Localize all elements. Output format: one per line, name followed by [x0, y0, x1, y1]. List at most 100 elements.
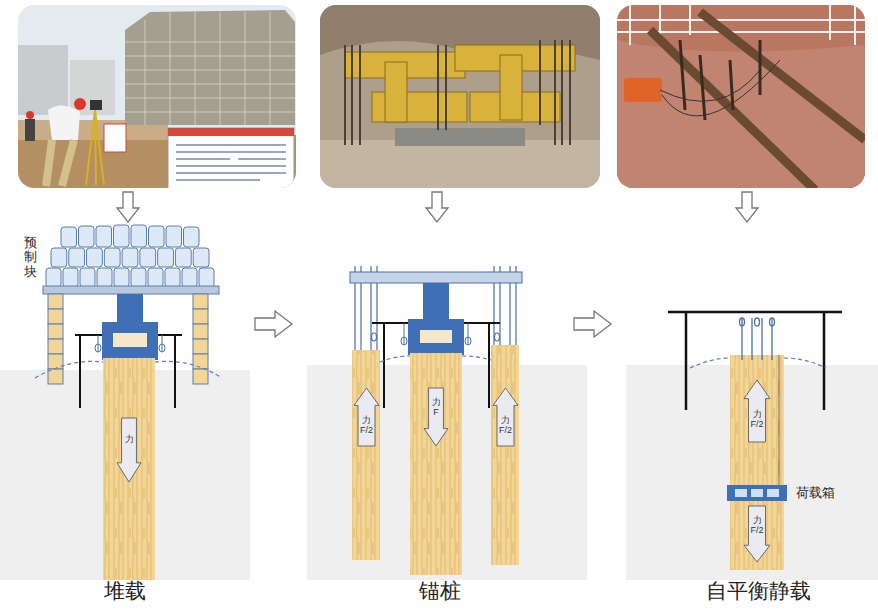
photo-anchor-pile — [320, 140, 600, 188]
precast-block — [182, 268, 197, 287]
precast-block — [193, 248, 209, 267]
photo-stacked-load — [168, 128, 294, 136]
measuring-rod — [770, 318, 775, 326]
precast-block — [104, 248, 120, 267]
force-arrow: 力 F/2 — [744, 506, 770, 562]
force-arrow: 力 F/2 — [493, 388, 518, 446]
force-label: 力 F — [432, 398, 441, 418]
photo-stacked-load — [48, 105, 80, 140]
down-arrow — [117, 192, 758, 222]
main-beam — [350, 272, 522, 283]
dial-gauge — [401, 323, 471, 345]
photo-self-balancing — [680, 40, 760, 120]
photo-stacked-load — [74, 98, 86, 110]
precast-block — [199, 268, 214, 287]
photo-self-balancing — [624, 78, 662, 102]
ground-surface — [462, 356, 491, 360]
photo-self-balancing — [660, 60, 780, 116]
photo-stacked-load — [26, 111, 34, 119]
arrow-outline — [744, 380, 770, 442]
arrow-shape — [117, 418, 141, 482]
precast-block — [166, 226, 182, 247]
load-box — [727, 485, 787, 501]
load-box — [751, 489, 763, 497]
jack — [102, 294, 158, 360]
precast-block — [80, 268, 95, 287]
precast-block — [63, 268, 78, 287]
dial-gauge — [401, 337, 407, 345]
part-label-vertical: 预制块 — [24, 236, 37, 279]
photo-stacked-load — [176, 145, 286, 180]
load-box — [727, 485, 787, 501]
panel-caption: 锚桩 — [419, 580, 461, 603]
measuring-rod — [740, 318, 780, 486]
photo-stacked-load — [25, 119, 35, 141]
force-label: 力 F/2 — [499, 416, 512, 436]
photo-anchor-pile — [345, 40, 570, 145]
support-block — [48, 369, 63, 384]
photo-stacked-load — [125, 12, 295, 125]
precast-block — [97, 268, 112, 287]
load-box — [735, 489, 747, 497]
ground-surface — [690, 358, 730, 368]
photo-stacked-load — [145, 12, 270, 125]
measuring-rod — [755, 318, 760, 326]
measuring-rod — [779, 355, 780, 486]
precast-blocks — [46, 225, 214, 287]
precast-block — [149, 226, 165, 247]
precast-block — [51, 248, 67, 267]
support-block — [193, 369, 208, 384]
anchor-rod — [372, 333, 377, 341]
test-pile — [410, 353, 462, 575]
arrow-outline — [354, 388, 379, 446]
right-arrow — [574, 311, 611, 337]
precast-block — [131, 268, 146, 287]
photo-stacked-load — [18, 5, 296, 188]
force-label: 力 F/2 — [751, 516, 764, 536]
jack — [117, 294, 143, 322]
ground-surface — [35, 361, 222, 378]
photo-anchor-pile — [385, 62, 407, 122]
precast-block — [122, 248, 138, 267]
photo-stacked-load — [90, 100, 102, 110]
precast-block — [114, 225, 130, 247]
force-arrow: 力 F — [424, 388, 448, 446]
precast-block — [46, 268, 61, 287]
anchor-rod — [495, 333, 500, 341]
test-pile — [103, 358, 155, 580]
precast-block — [79, 226, 95, 247]
measuring-rod — [740, 318, 745, 326]
arrow-outline — [117, 418, 141, 482]
ground-surface — [35, 361, 103, 378]
support-block — [48, 339, 63, 354]
measuring-rod — [742, 318, 772, 360]
support-block — [48, 294, 63, 309]
ground-surface — [784, 358, 826, 368]
arrow-outline — [744, 506, 770, 562]
support-block — [48, 309, 63, 324]
anchor-pile — [491, 345, 519, 565]
force-arrow: 力 F/2 — [744, 380, 770, 442]
precast-block — [131, 225, 147, 247]
dial-gauge — [95, 344, 101, 352]
precast-block — [96, 226, 112, 247]
precast-block — [148, 268, 163, 287]
photo-stacked-load — [104, 124, 126, 152]
force-label: 力 — [125, 435, 134, 445]
force-label: 力 F/2 — [751, 410, 764, 430]
photo-anchor-pile — [320, 5, 600, 188]
jack — [420, 330, 452, 343]
dial-gauge — [95, 335, 165, 352]
photo-anchor-pile — [500, 55, 522, 120]
dial-gauge — [98, 335, 162, 352]
right-arrow — [255, 311, 292, 337]
arrow-outline — [493, 388, 518, 446]
support-block — [193, 309, 208, 324]
precast-block — [69, 248, 85, 267]
anchor-pile — [352, 350, 380, 560]
support-block — [193, 294, 208, 309]
jack — [113, 333, 147, 347]
precast-block — [61, 227, 77, 247]
precast-block — [158, 248, 174, 267]
